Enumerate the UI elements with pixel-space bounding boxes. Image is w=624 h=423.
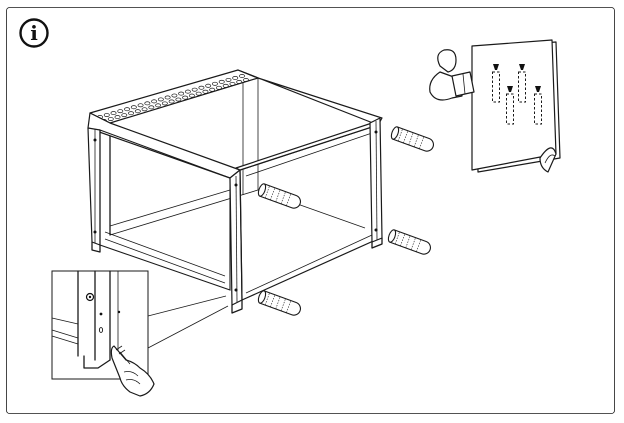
info-symbol: i	[30, 21, 38, 45]
detail-callout	[51, 270, 229, 397]
vent-holes	[97, 74, 249, 123]
pointing-hand-icon	[110, 345, 155, 397]
foot	[231, 299, 243, 314]
foot	[371, 237, 383, 249]
manual-dowel	[518, 64, 526, 103]
wooden-dowel-icon	[387, 229, 431, 255]
wooden-dowel-icon	[257, 183, 301, 209]
manual-dowel	[534, 86, 542, 125]
wooden-dowel-icon	[257, 290, 301, 316]
page-border	[6, 7, 615, 414]
manual-dowel-diagram	[492, 64, 542, 125]
front-left-post	[87, 127, 101, 246]
instruction-manual-icon	[429, 39, 561, 173]
dowel-group	[257, 126, 434, 316]
manual-dowel	[506, 86, 514, 125]
foot	[91, 241, 101, 253]
wooden-dowel-icon	[390, 126, 434, 152]
info-icon: i	[19, 18, 49, 48]
reading-person-icon	[429, 49, 475, 101]
cabinet-frame	[87, 69, 383, 314]
manual-dowel	[492, 64, 500, 103]
